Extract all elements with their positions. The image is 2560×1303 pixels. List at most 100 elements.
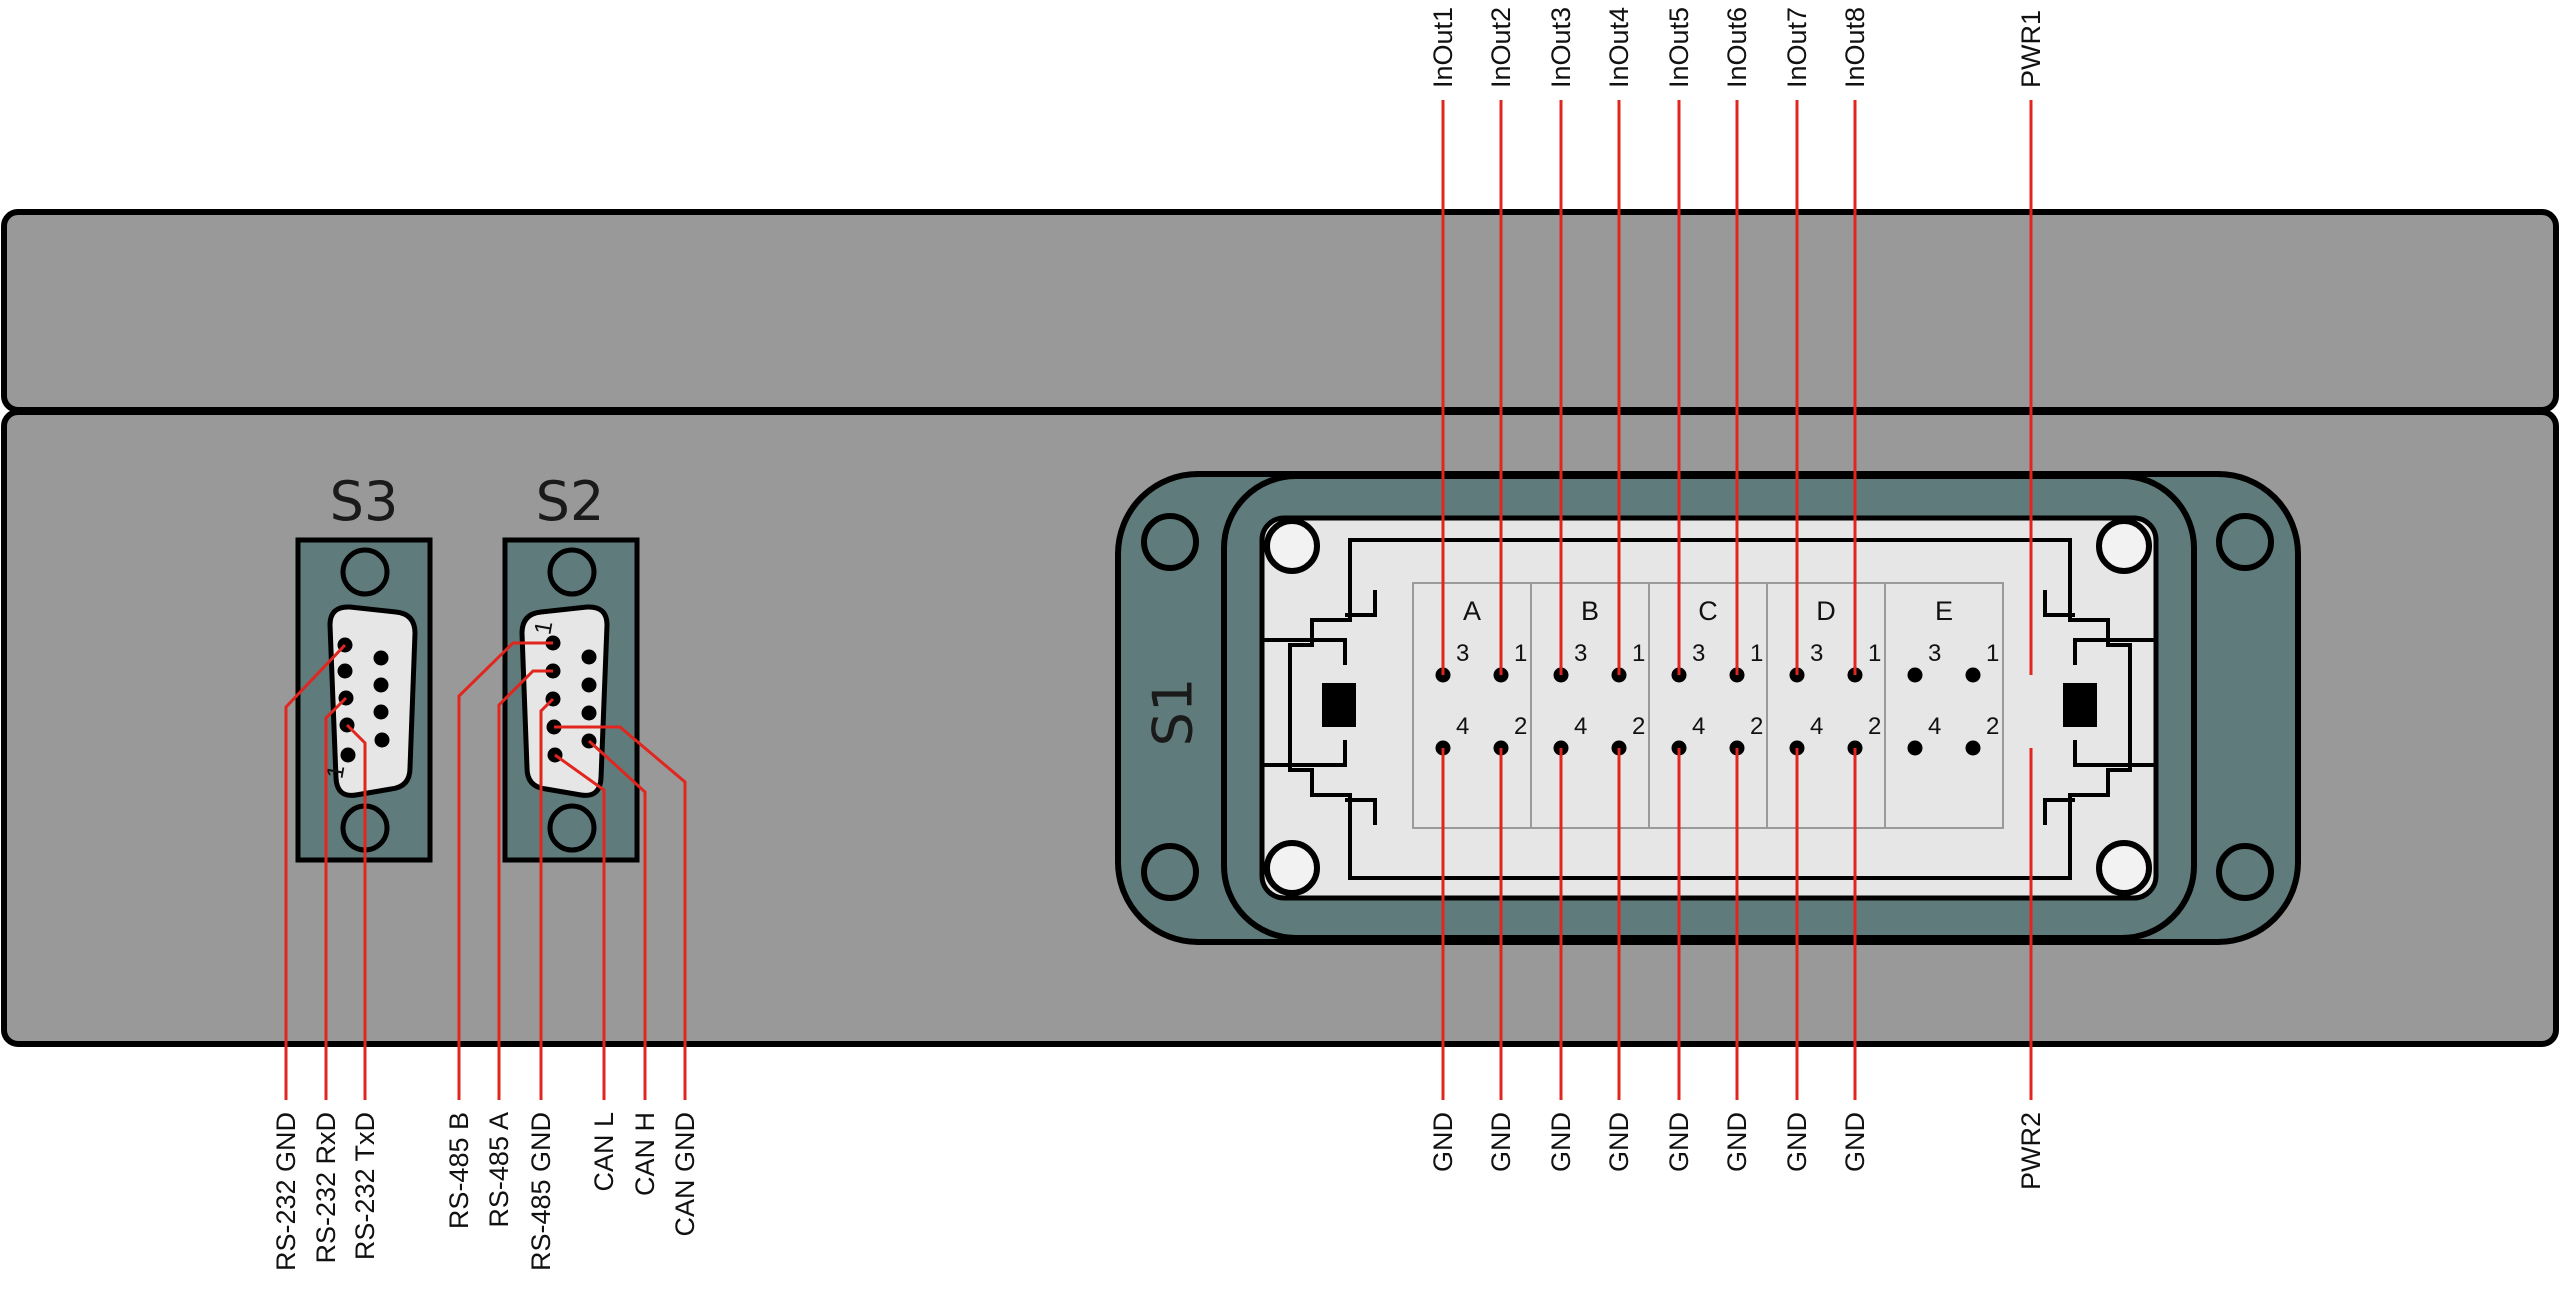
top-signal-label: InOut1 (1428, 7, 1458, 88)
s2-signal-label: CAN H (630, 1112, 660, 1196)
contact-number: 1 (1750, 640, 1763, 667)
top-signal-label: PWR1 (2016, 10, 2046, 88)
top-signal-label: InOut2 (1486, 7, 1516, 88)
s1-label: S1 (1142, 678, 1205, 747)
s1-flange-screw-hole (1141, 513, 1199, 571)
contact-number: 3 (1810, 640, 1823, 667)
contact-number: 4 (1810, 713, 1823, 740)
contact-number: 3 (1928, 640, 1941, 667)
dsub-pin (373, 650, 389, 666)
s2-mounting-hole (547, 547, 597, 597)
s3-signal-label: RS-232 TxD (350, 1112, 380, 1260)
dsub-pin (373, 704, 389, 720)
module-slot-letter: C (1698, 596, 1718, 626)
contact-pin (1965, 740, 1981, 756)
module-slot-letter: E (1935, 596, 1953, 626)
s1-notch-left (1262, 590, 1377, 825)
s1-corner-screw (2096, 518, 2152, 574)
s1-bottom-signal-label: GND (1840, 1112, 1870, 1172)
s1-flange-screw-hole (2216, 513, 2274, 571)
signal-wire (554, 753, 606, 1100)
top-signal-label: InOut4 (1604, 7, 1634, 88)
contact-number: 4 (1456, 713, 1469, 740)
s1-corner-screw (1264, 840, 1320, 896)
s2-mounting-hole (547, 803, 597, 853)
signal-wire (284, 643, 347, 1100)
s1-insert-body (1259, 515, 2159, 901)
s2-dsub-shell (519, 604, 610, 798)
contact-number: 2 (1632, 713, 1645, 740)
contact-pin (1907, 667, 1923, 683)
dsub-pin (337, 663, 353, 679)
dsub-pin (373, 677, 389, 693)
s1-bottom-signal-label: PWR2 (2016, 1112, 2046, 1190)
module-slot-letter: D (1816, 596, 1836, 626)
s1-corner-screw (1264, 518, 1320, 574)
contact-number: 4 (1574, 713, 1587, 740)
module-slot-e (1884, 582, 2004, 829)
s1-bottom-signal-label: GND (1428, 1112, 1458, 1172)
signal-wire (554, 725, 687, 1100)
dsub-pin (340, 747, 356, 763)
s1-flange-screw-hole (1141, 843, 1199, 901)
contact-number: 1 (1514, 640, 1527, 667)
s2-connector: S2 1 (502, 470, 640, 863)
s1-notch-right (2043, 590, 2156, 825)
s1-corner-screw (2096, 840, 2152, 896)
signal-wire (587, 739, 647, 1100)
signal-wire (324, 696, 348, 1100)
s1-latch-left (1322, 683, 1356, 727)
top-signal-label: InOut8 (1840, 7, 1870, 88)
s2-signal-label: CAN L (589, 1112, 619, 1192)
s2-signal-label: RS-485 GND (526, 1112, 556, 1271)
signal-wire (457, 641, 553, 1100)
contact-number: 2 (1868, 713, 1881, 740)
s2-signal-label: RS-485 B (444, 1112, 474, 1229)
s1-bottom-signal-label: GND (1486, 1112, 1516, 1172)
contact-number: 1 (1868, 640, 1881, 667)
contact-number: 1 (1632, 640, 1645, 667)
module-slot-letter: A (1463, 596, 1481, 626)
s3-mounting-hole (340, 547, 390, 597)
top-signal-label: InOut3 (1546, 7, 1576, 88)
contact-number: 1 (1986, 640, 1999, 667)
s1-bottom-signal-label: GND (1782, 1112, 1812, 1172)
s1-bottom-signal-label: GND (1546, 1112, 1576, 1172)
s1-bottom-signal-label: GND (1664, 1112, 1694, 1172)
contact-number: 2 (1750, 713, 1763, 740)
s1-flange-screw-hole (2216, 843, 2274, 901)
housing-top-panel (1, 209, 2559, 413)
signal-wire (539, 697, 555, 1100)
s1-bottom-signal-label: GND (1604, 1112, 1634, 1172)
dsub-pin (581, 677, 597, 693)
top-signal-label: InOut6 (1722, 7, 1752, 88)
s1-bottom-signal-label: GND (1722, 1112, 1752, 1172)
module-slot-letter: B (1581, 596, 1599, 626)
s3-signal-label: RS-232 GND (271, 1112, 301, 1271)
contact-pin (1965, 667, 1981, 683)
dsub-pin (581, 649, 597, 665)
contact-number: 3 (1456, 640, 1469, 667)
s3-pins: 1 (321, 637, 390, 781)
signal-wires (284, 100, 2033, 1100)
s1-connector: A 3 1 4 2 B 3 1 4 2 C 3 1 4 2 D 3 1 4 2 E 3 1 4 2 S1 (1115, 471, 2301, 945)
contact-number: 3 (1692, 640, 1705, 667)
s2-signal-label: CAN GND (670, 1112, 700, 1237)
s3-signal-label: RS-232 RxD (311, 1112, 341, 1264)
s3-label: S3 (330, 470, 399, 533)
contact-number: 4 (1928, 713, 1941, 740)
dsub-pin (374, 732, 390, 748)
contact-number: 3 (1574, 640, 1587, 667)
top-signal-label: InOut5 (1664, 7, 1694, 88)
contact-number: 4 (1692, 713, 1705, 740)
contact-pin (1907, 740, 1923, 756)
dsub-pin1-mark: 1 (321, 763, 350, 781)
s1-latch-right (2063, 683, 2097, 727)
contact-number: 2 (1514, 713, 1527, 740)
s2-signal-label: RS-485 A (484, 1112, 514, 1228)
dsub-pin (581, 705, 597, 721)
contact-number: 2 (1986, 713, 1999, 740)
s2-label: S2 (536, 470, 605, 533)
dsub-pin1-mark: 1 (529, 619, 558, 637)
